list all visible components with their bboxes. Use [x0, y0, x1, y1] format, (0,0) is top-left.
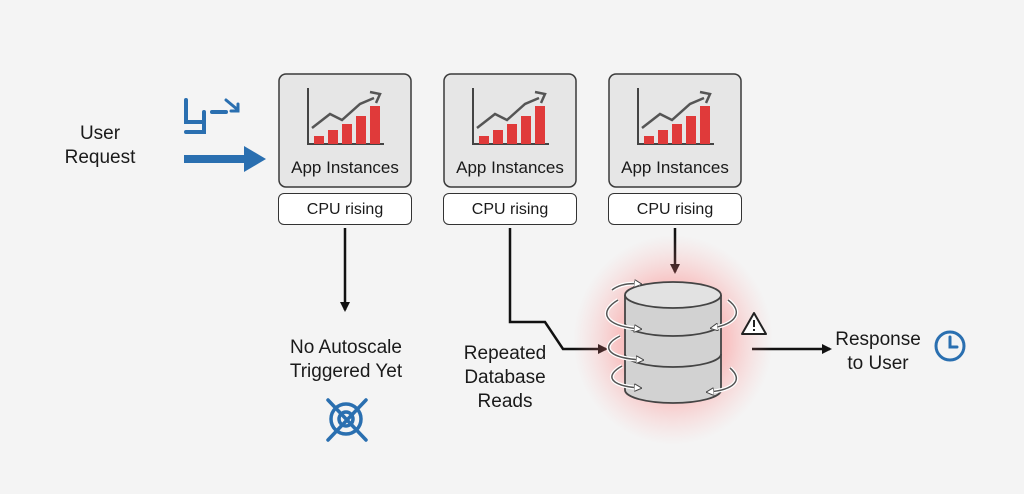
instance-title-2: App Instances [456, 158, 564, 177]
response-label: Response to User [835, 329, 921, 374]
instance-title-3: App Instances [621, 158, 729, 177]
cpu-status-1: CPU rising [278, 193, 412, 225]
autoscale-label: No Autoscale Triggered Yet [289, 337, 403, 382]
pipe-arrow-icon [184, 98, 240, 134]
database-reads-label: Repeated Database Reads [463, 343, 547, 412]
user-request-label: User Request [64, 123, 136, 168]
database-icon [624, 281, 722, 404]
trend-chart-icon [307, 88, 384, 145]
cpu-status-2: CPU rising [443, 193, 577, 225]
cycle-arrows-icon [604, 284, 739, 392]
instance-title-1: App Instances [291, 158, 399, 177]
blocked-icon [326, 398, 368, 442]
warning-icon [741, 312, 767, 335]
trend-chart-icon [472, 88, 549, 145]
cpu-status-3: CPU rising [608, 193, 742, 225]
request-arrow [184, 146, 266, 172]
trend-chart-icon [637, 88, 714, 145]
clock-icon [934, 330, 966, 362]
